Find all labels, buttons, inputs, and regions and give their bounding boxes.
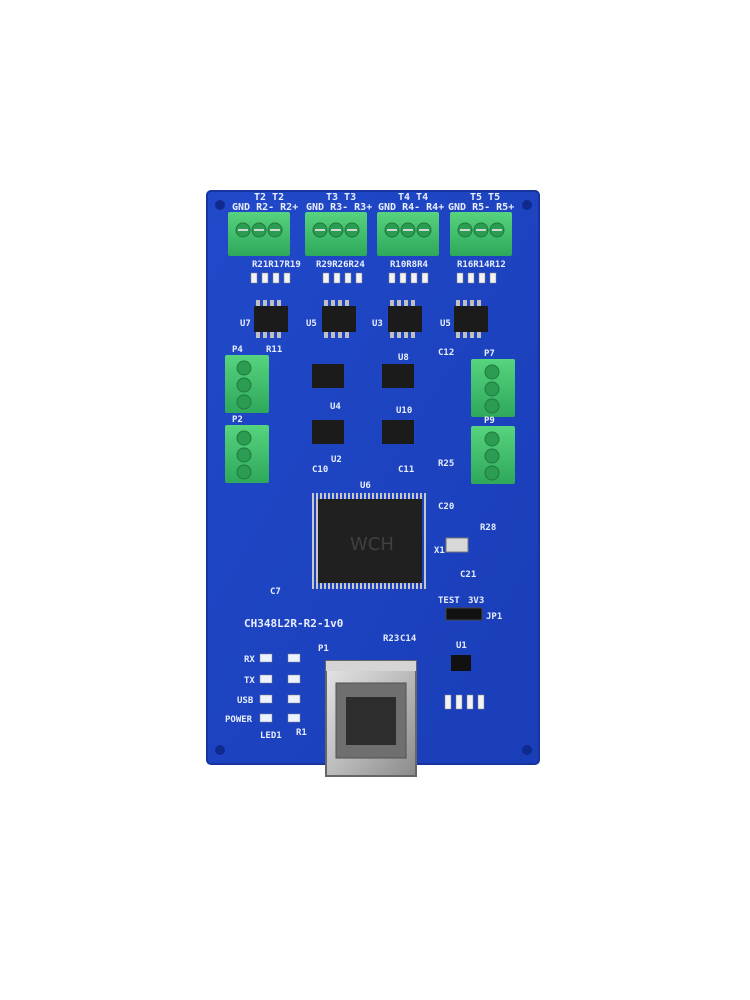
- left-terminal-blocks: [225, 355, 269, 483]
- terminal-side-id-p9: P9: [484, 416, 495, 426]
- top-terminal-blocks: [228, 212, 512, 256]
- led-label-usb: USB: [237, 696, 254, 706]
- refdes-top-row-3: R16R14R12: [457, 260, 506, 270]
- refdes-mid-7: C11: [398, 465, 414, 475]
- terminal-block-p3: [377, 212, 439, 256]
- main-chip-label: U6: [360, 481, 371, 491]
- refdes-mid-1: U8: [398, 353, 409, 363]
- ic-row-top: [254, 300, 488, 338]
- ic-label-3: U5: [440, 319, 451, 329]
- refdes-right-8: 3V3: [468, 596, 484, 606]
- refdes-right-0: C20: [438, 502, 454, 512]
- led-label-power: POWER: [225, 715, 253, 725]
- terminal-top-label-p3: T4 T4: [398, 192, 428, 203]
- usb-b-connector: [325, 660, 417, 777]
- led-label-tx: TX: [244, 676, 255, 686]
- terminal-block-p6: [228, 212, 290, 256]
- refdes-top-row-1: R29R26R24: [316, 260, 365, 270]
- refdes-right-9: C7: [270, 587, 281, 597]
- terminal-pins-label-p6: GND R2- R2+: [232, 202, 298, 213]
- refdes-mid-6: C10: [312, 465, 328, 475]
- crystal-x1: [445, 537, 469, 553]
- refdes-mid-8: R25: [438, 459, 454, 469]
- refdes-right-6: JP1: [486, 612, 502, 622]
- refdes-right-3: C21: [460, 570, 476, 580]
- ic-label-0: U7: [240, 319, 251, 329]
- terminal-block-p5: [450, 212, 512, 256]
- terminal-top-label-p8: T3 T3: [326, 192, 356, 203]
- refdes-right-12: U1: [456, 641, 467, 651]
- terminal-block-p8: [305, 212, 367, 256]
- terminal-pins-label-p3: GND R4- R4+: [378, 202, 444, 213]
- right-terminal-blocks: [471, 359, 515, 484]
- refdes-right-11: C14: [400, 634, 417, 644]
- terminal-pins-label-p5: GND R5- R5+: [448, 202, 514, 213]
- refdes-top-row-2: R10R8R4: [390, 260, 429, 270]
- refdes-top-row-0: R21R17R19: [252, 260, 301, 270]
- refdes-right-10: R23: [383, 634, 399, 644]
- jumper-jp1[interactable]: [445, 607, 483, 621]
- regulator-u1: [451, 655, 471, 671]
- mounting-hole: [215, 745, 225, 755]
- led-label-rx: RX: [244, 655, 255, 665]
- mounting-hole: [522, 200, 532, 210]
- refdes-mid-0: R11: [266, 345, 282, 355]
- mounting-hole: [215, 200, 225, 210]
- refdes-right-1: R28: [480, 523, 496, 533]
- main-qfp-chip: WCH: [312, 493, 428, 589]
- board-model-label: CH348L2R-R2-1v0: [244, 617, 343, 630]
- ic-label-2: U3: [372, 319, 383, 329]
- refdes-mid-5: U2: [331, 455, 342, 465]
- ic-label-1: U5: [306, 319, 317, 329]
- led-ref-1: LED1: [260, 731, 282, 741]
- terminal-top-label-p5: T5 T5: [470, 192, 500, 203]
- refdes-right-7: TEST: [438, 596, 460, 606]
- terminal-top-label-p6: T2 T2: [254, 192, 284, 203]
- refdes-mid-3: U4: [330, 402, 341, 412]
- refdes-right-2: X1: [434, 546, 445, 556]
- mounting-hole: [522, 745, 532, 755]
- ic-row-mid: [312, 364, 414, 444]
- terminal-side-id-p2: P2: [232, 415, 243, 425]
- led-res-1: R1: [296, 728, 307, 738]
- svg-text:WCH: WCH: [350, 534, 394, 555]
- refdes-right-17: P1: [318, 644, 329, 654]
- terminal-side-id-p7: P7: [484, 349, 495, 359]
- refdes-mid-2: C12: [438, 348, 454, 358]
- refdes-mid-4: U10: [396, 406, 412, 416]
- terminal-side-id-p4: P4: [232, 345, 243, 355]
- terminal-pins-label-p8: GND R3- R3+: [306, 202, 372, 213]
